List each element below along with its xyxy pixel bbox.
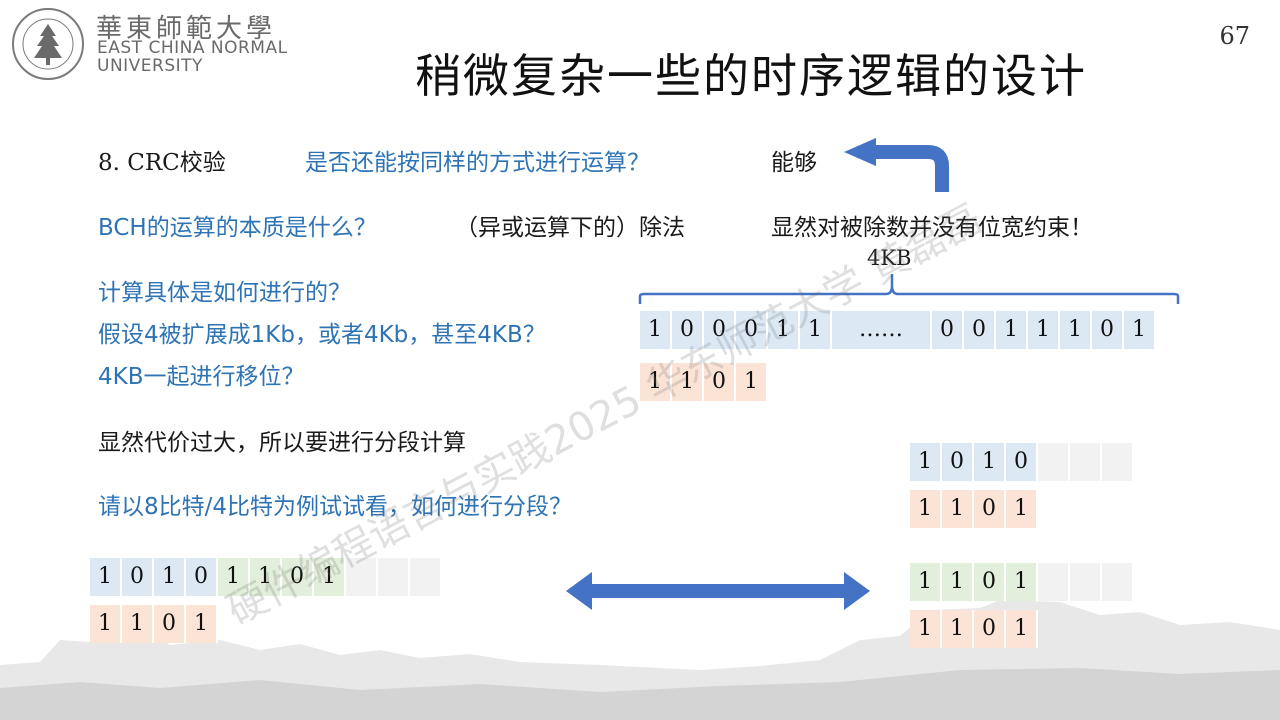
right-bottom-divisor-row: 1 1 0 1	[910, 610, 1038, 648]
bit-cell: 0	[974, 610, 1006, 648]
bit-cell: 0	[942, 443, 974, 481]
question-text: 是否还能按同样的方式进行运算？	[305, 143, 650, 177]
bit-cell: 1	[974, 443, 1006, 481]
bit-cell: 1	[90, 558, 122, 596]
empty-cell	[1070, 443, 1102, 481]
empty-cell	[1102, 443, 1134, 481]
bit-cell: 0	[122, 558, 154, 596]
right-top-divisor-row: 1 1 0 1	[910, 490, 1038, 528]
bit-cell: 0	[974, 490, 1006, 528]
curved-arrow-icon	[842, 138, 957, 194]
left-divisor-row: 1 1 0 1	[90, 605, 218, 643]
bit-cell: 1	[910, 443, 942, 481]
empty-cell	[1038, 443, 1070, 481]
slide-title: 稍微复杂一些的时序逻辑的设计	[415, 40, 1087, 106]
bit-cell: 1	[910, 563, 942, 601]
right-top-row: 1 0 1 0	[910, 443, 1134, 481]
empty-cell	[378, 558, 410, 596]
cost-note: 显然代价过大，所以要进行分段计算	[98, 423, 466, 457]
bit-cell: 1	[1006, 490, 1038, 528]
watermark: 硬件编程语言与实践2025 华东师范大学 黄磊磊	[215, 187, 990, 636]
bch-answer: （异或运算下的）除法	[455, 208, 685, 242]
bit-cell: 1	[1006, 610, 1038, 648]
bit-cell: 0	[964, 311, 996, 349]
bit-cell: 0	[186, 558, 218, 596]
bit-cell: 1	[186, 605, 218, 643]
bch-question: BCH的运算的本质是什么？	[98, 208, 377, 242]
answer-text: 能够	[771, 143, 817, 177]
bit-cell: 1	[1124, 311, 1156, 349]
school-name-en-line1: EAST CHINA NORMAL	[97, 39, 288, 57]
bit-cell: 0	[1092, 311, 1124, 349]
assumption-text: 假设4被扩展成1Kb，或者4Kb，甚至4KB？	[98, 315, 546, 349]
page-number: 67	[1219, 22, 1250, 50]
empty-cell	[1102, 563, 1134, 601]
bit-cell: 1	[1028, 311, 1060, 349]
bit-cell: 1	[1060, 311, 1092, 349]
bit-cell: 1	[942, 610, 974, 648]
bit-cell: 0	[1006, 443, 1038, 481]
bit-cell: 1	[154, 558, 186, 596]
right-bottom-row: 1 1 0 1	[910, 563, 1134, 601]
bit-cell: 0	[932, 311, 964, 349]
bit-cell: 1	[90, 605, 122, 643]
question-label: 8. CRC校验	[98, 143, 226, 177]
bit-cell: 1	[996, 311, 1028, 349]
bit-cell: 1	[942, 490, 974, 528]
ellipsis-cell: ……	[832, 311, 932, 349]
shift-question: 4KB一起进行移位？	[98, 357, 305, 391]
empty-cell	[1038, 563, 1070, 601]
bit-cell: 1	[942, 563, 974, 601]
double-arrow-icon	[566, 572, 870, 610]
bit-cell: 1	[1006, 563, 1038, 601]
bit-cell: 0	[154, 605, 186, 643]
bit-cell: 1	[122, 605, 154, 643]
bit-cell: 1	[910, 490, 942, 528]
school-name-en: EAST CHINA NORMAL UNIVERSITY	[97, 39, 288, 75]
bit-cell: 1	[910, 610, 942, 648]
how-question: 计算具体是如何进行的？	[98, 273, 351, 307]
school-name-en-line2: UNIVERSITY	[97, 57, 288, 75]
empty-cell	[410, 558, 442, 596]
university-seal-logo	[10, 6, 86, 82]
empty-cell	[1070, 563, 1102, 601]
bit-cell: 0	[974, 563, 1006, 601]
